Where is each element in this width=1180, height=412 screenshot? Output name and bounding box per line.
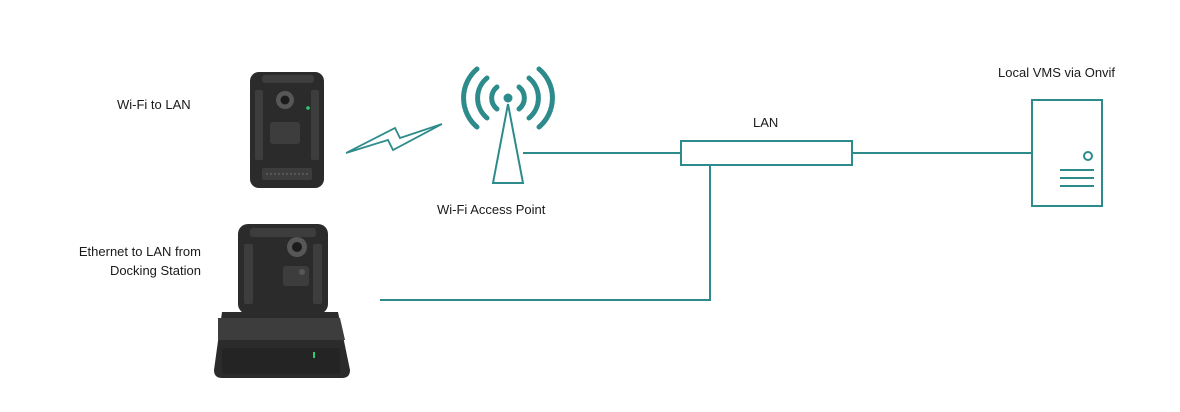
lan-bus-icon (680, 140, 853, 166)
vms-label: Local VMS via Onvif (998, 65, 1116, 80)
lan-links (380, 152, 1032, 301)
lan-label: LAN (753, 115, 779, 130)
antenna-mast (491, 93, 525, 184)
ethernet-label-line2: Docking Station (109, 263, 201, 278)
body-camera-icon (250, 72, 324, 188)
server-icon (1031, 99, 1103, 207)
wifi-antenna-icon (461, 66, 555, 130)
access-point-label: Wi-Fi Access Point (437, 202, 546, 217)
docking-station-icon (214, 224, 350, 378)
ethernet-label-line1: Ethernet to LAN from (78, 244, 201, 259)
wireless-link-icon (345, 123, 443, 154)
wifi-to-lan-label: Wi-Fi to LAN (117, 97, 191, 112)
